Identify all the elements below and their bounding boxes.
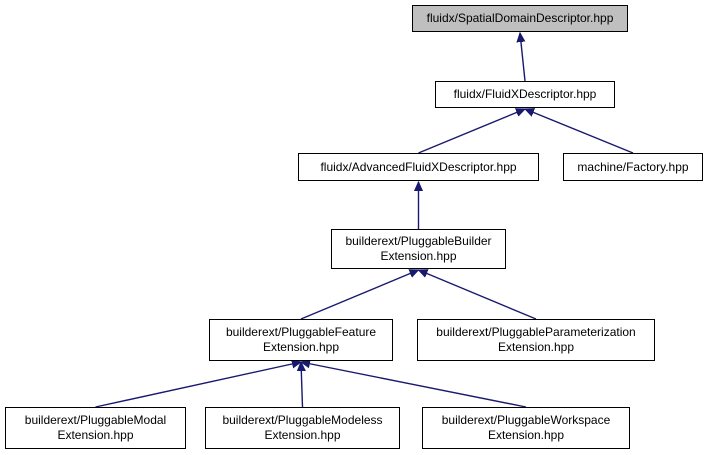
node-pluggable-parameterization-extension[interactable]: builderext/PluggableParameterization Ext… bbox=[417, 319, 655, 361]
node-fluidx-descriptor[interactable]: fluidx/FluidXDescriptor.hpp bbox=[435, 81, 615, 108]
node-pluggable-builder-extension[interactable]: builderext/PluggableBuilder Extension.hp… bbox=[331, 229, 506, 269]
node-pluggable-modal-extension[interactable]: builderext/PluggableModal Extension.hpp bbox=[5, 407, 186, 449]
node-label-line: Extension.hpp bbox=[497, 340, 575, 354]
node-label-line: Extension.hpp bbox=[380, 249, 457, 263]
node-label-line: builderext/PluggableModeless bbox=[222, 413, 383, 427]
node-advanced-fluidx-descriptor[interactable]: fluidx/AdvancedFluidXDescriptor.hpp bbox=[298, 153, 539, 181]
node-label-line: machine/Factory.hpp bbox=[577, 159, 689, 174]
node-label-line: builderext/PluggableWorkspace bbox=[441, 413, 611, 427]
dependency-edge-n7-to-n5 bbox=[95, 362, 302, 408]
node-label-line: fluidx/FluidXDescriptor.hpp bbox=[453, 87, 597, 101]
dependency-edge-n9-to-n5 bbox=[301, 362, 527, 408]
node-label-line: Extension.hpp bbox=[57, 428, 134, 442]
node-label-line: fluidx/AdvancedFluidXDescriptor.hpp bbox=[320, 159, 517, 174]
node-label-line: builderext/PluggableParameterization bbox=[436, 325, 636, 339]
dependency-edge-n8-to-n5 bbox=[301, 362, 303, 408]
dependency-edge-n5-to-n4 bbox=[300, 270, 419, 320]
dependency-edge-n2-to-n1 bbox=[418, 109, 526, 154]
node-spatial-domain-descriptor: fluidx/SpatialDomainDescriptor.hpp bbox=[412, 5, 628, 32]
node-pluggable-feature-extension[interactable]: builderext/PluggableFeature Extension.hp… bbox=[209, 319, 393, 361]
node-pluggable-workspace-extension[interactable]: builderext/PluggableWorkspace Extension.… bbox=[422, 407, 630, 449]
node-machine-factory[interactable]: machine/Factory.hpp bbox=[563, 153, 703, 181]
node-label-line: Extension.hpp bbox=[262, 340, 340, 354]
node-label-line: builderext/PluggableModal bbox=[24, 413, 167, 427]
node-label-line: Extension.hpp bbox=[264, 428, 341, 442]
dependency-edge-n3-to-n1 bbox=[525, 109, 634, 154]
node-label-line: builderext/PluggableBuilder bbox=[345, 234, 492, 248]
dependency-edge-n1-to-n0 bbox=[520, 33, 525, 82]
node-pluggable-modeless-extension[interactable]: builderext/PluggableModeless Extension.h… bbox=[205, 407, 400, 449]
node-label-line: fluidx/SpatialDomainDescriptor.hpp bbox=[426, 11, 614, 25]
node-label-line: builderext/PluggableFeature bbox=[225, 325, 377, 339]
dependency-edge-n6-to-n4 bbox=[419, 270, 537, 320]
node-label-line: Extension.hpp bbox=[487, 428, 565, 442]
